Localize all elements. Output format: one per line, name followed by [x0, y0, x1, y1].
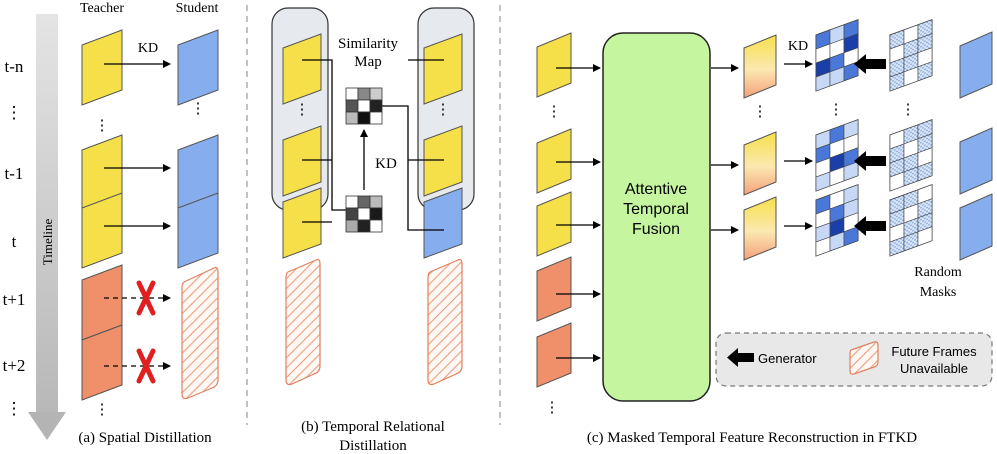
- student-frame: [959, 31, 993, 99]
- legend-future-1: Future Frames: [891, 344, 977, 359]
- kd-label-c: KD: [788, 39, 808, 54]
- generated-feature-grid: [815, 119, 859, 192]
- row-label-t: t: [12, 232, 17, 251]
- future-frame-icon: [849, 341, 879, 375]
- input-ellipsis-bottom: ⋮: [545, 400, 560, 416]
- input-frame-future: [536, 322, 572, 388]
- kd-label-a: KD: [138, 41, 158, 56]
- caption-b-line1: (b) Temporal Relational: [301, 419, 445, 435]
- row-label-t-plus-1: t+1: [3, 290, 26, 309]
- random-mask-grid: [889, 184, 933, 257]
- generator-arrow-icon: [727, 348, 754, 367]
- similarity-map-student: [345, 87, 383, 125]
- teacher-frame-current: [282, 187, 322, 259]
- timeline-label: Timeline: [40, 219, 55, 266]
- student-ellipsis: ⋮: [436, 102, 451, 118]
- fusion-label-1: Attentive: [625, 181, 687, 198]
- feature-ellipsis: ⋮: [753, 104, 768, 120]
- teacher-ellipsis: ⋮: [295, 102, 310, 118]
- fusion-label-3: Fusion: [632, 221, 680, 238]
- teacher-ellipsis: ⋮: [95, 118, 110, 134]
- mask-ellipsis: ⋮: [901, 102, 916, 118]
- teacher-frame-t: [81, 192, 123, 269]
- similarity-map-title-1: Similarity: [338, 36, 399, 52]
- random-mask-grid: [889, 19, 933, 92]
- generator-arrow-icon: [854, 151, 886, 171]
- input-frame: [536, 128, 572, 194]
- timeline-arrow: Timeline: [28, 14, 66, 440]
- teacher-frame: [282, 125, 322, 197]
- student-group-frame: [423, 125, 463, 197]
- input-frame-future: [536, 256, 572, 322]
- caption-c: (c) Masked Temporal Feature Reconstructi…: [587, 430, 917, 446]
- random-masks-label-1: Random: [914, 265, 962, 280]
- panel-a-spatial-distillation: Teacher Student Timeline t-n ⋮ t-1 t t+1…: [3, 1, 219, 446]
- student-frame-t: [177, 192, 219, 269]
- teacher-header: Teacher: [80, 1, 124, 16]
- row-label-dots-2: ⋮: [6, 399, 23, 418]
- generator-arrow-icon: [854, 54, 886, 74]
- grid-ellipsis: ⋮: [829, 102, 844, 118]
- random-masks-label-2: Masks: [920, 285, 957, 300]
- panel-b-temporal-relational-distillation: ⋮ ⋮ Similarity Map: [271, 7, 475, 454]
- generated-feature-grid: [815, 19, 859, 92]
- teacher-ellipsis-bottom: ⋮: [95, 402, 110, 418]
- input-ellipsis: ⋮: [547, 104, 562, 120]
- input-frame: [536, 191, 572, 257]
- row-label-t-1: t-1: [5, 164, 24, 183]
- student-ellipsis: ⋮: [191, 101, 206, 117]
- teacher-frame: [282, 33, 322, 105]
- reconstructed-feature: [743, 34, 777, 99]
- input-frame: [536, 32, 572, 98]
- fusion-label-2: Temporal: [623, 201, 689, 218]
- legend: Generator Future Frames Unavailable: [715, 332, 993, 387]
- panel-c-masked-temporal-feature-reconstruction: ⋮ ⋮ Attentive Temporal Fusion ⋮ KD: [536, 19, 993, 446]
- caption-a: (a) Spatial Distillation: [78, 430, 212, 446]
- similarity-map-title-2: Map: [354, 54, 382, 70]
- legend-future-2: Unavailable: [900, 361, 968, 376]
- reconstructed-feature: [743, 131, 777, 196]
- student-frame: [959, 193, 993, 261]
- similarity-map-teacher: [345, 195, 383, 233]
- row-label-dots-1: ⋮: [6, 103, 23, 122]
- attentive-temporal-fusion-block: [602, 32, 711, 402]
- student-header: Student: [176, 1, 219, 16]
- teacher-frame-t-plus-2: [81, 324, 123, 401]
- cross-icon: [136, 280, 156, 316]
- generator-arrow-icon: [854, 216, 886, 236]
- kd-label-b: KD: [375, 156, 397, 172]
- reconstructed-feature: [743, 196, 777, 261]
- student-future-frame-t-plus-1: [181, 266, 219, 400]
- row-label-t-plus-2: t+2: [3, 356, 26, 375]
- row-label-t-n: t-n: [5, 57, 24, 76]
- generated-feature-grid: [815, 184, 859, 257]
- cross-icon: [136, 348, 156, 384]
- teacher-future-frame: [285, 258, 321, 386]
- random-mask-grid: [889, 119, 933, 192]
- caption-b-line2: Distillation: [339, 438, 407, 454]
- connector-line: [302, 59, 346, 211]
- student-frame: [959, 127, 993, 195]
- student-frame-current: [423, 187, 463, 259]
- legend-generator: Generator: [758, 351, 817, 366]
- student-future-frame: [427, 258, 463, 386]
- student-frame-t-n: [177, 29, 219, 106]
- student-group-frame: [423, 33, 463, 105]
- teacher-frame-t-n: [81, 29, 123, 106]
- connector-line: [374, 105, 444, 231]
